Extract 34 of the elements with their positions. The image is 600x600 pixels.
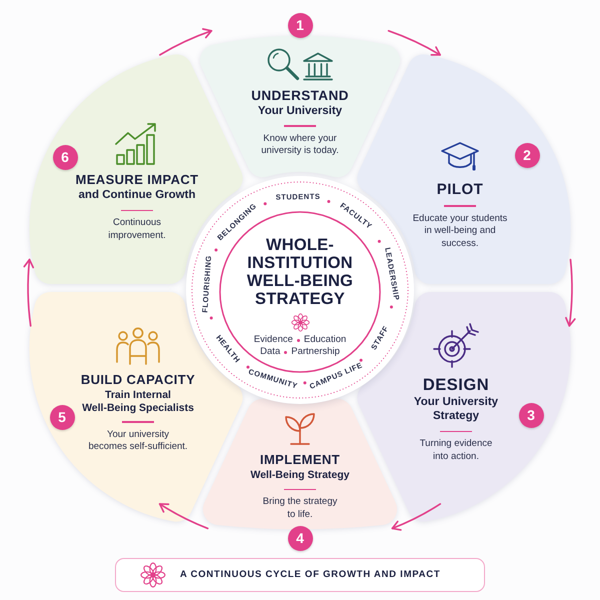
step-description: Know where your university is today.	[260, 132, 340, 158]
cycle-arrow	[24, 258, 34, 327]
step-title: MEASURE IMPACT	[76, 173, 198, 188]
step-subtitle: Your University	[258, 104, 342, 118]
pillar-label: Evidence	[254, 334, 293, 346]
step-title: BUILD CAPACITY	[80, 373, 196, 388]
cycle-arrow	[564, 258, 576, 327]
step-title: UNDERSTAND	[251, 88, 349, 104]
step-subtitle: Your University Strategy	[412, 396, 500, 424]
step-description: Continuous improvement.	[107, 217, 167, 242]
step-number-badge: 1	[288, 12, 312, 38]
cycle-arrow	[159, 28, 212, 56]
step-title: DESIGN	[422, 376, 490, 395]
step-subtitle: Well-Being Strategy	[250, 468, 350, 482]
step-description: Bring the strategy to life.	[262, 496, 338, 522]
cycle-arrow	[391, 503, 442, 531]
pillar-label: Education	[304, 334, 346, 346]
step-panel	[199, 35, 401, 178]
step-subtitle: and Continue Growth	[78, 188, 196, 203]
step-subtitle: Train Internal Well-Being Specialists	[81, 388, 195, 414]
step-title: PILOT	[436, 181, 484, 198]
pillar-label: Data	[260, 346, 280, 358]
center-title: WHOLE-INSTITUTION WELL-BEING STRATEGY	[246, 236, 354, 308]
step-panel	[202, 398, 398, 530]
caption-banner	[115, 558, 485, 592]
step-description: Your university becomes self-sufficient.	[87, 428, 189, 454]
cycle-arrow	[388, 30, 441, 56]
step-title: IMPLEMENT	[260, 453, 340, 468]
cycle-arrow	[158, 503, 209, 530]
step-description: Educate your students in well-being and success.	[412, 212, 508, 250]
banner-text: A CONTINUOUS CYCLE OF GROWTH AND IMPACT	[180, 568, 440, 582]
step-description: Turning evidence into action.	[418, 438, 494, 464]
step-number-badge: 4	[288, 526, 312, 550]
pillar-label: Partnership	[291, 346, 340, 358]
